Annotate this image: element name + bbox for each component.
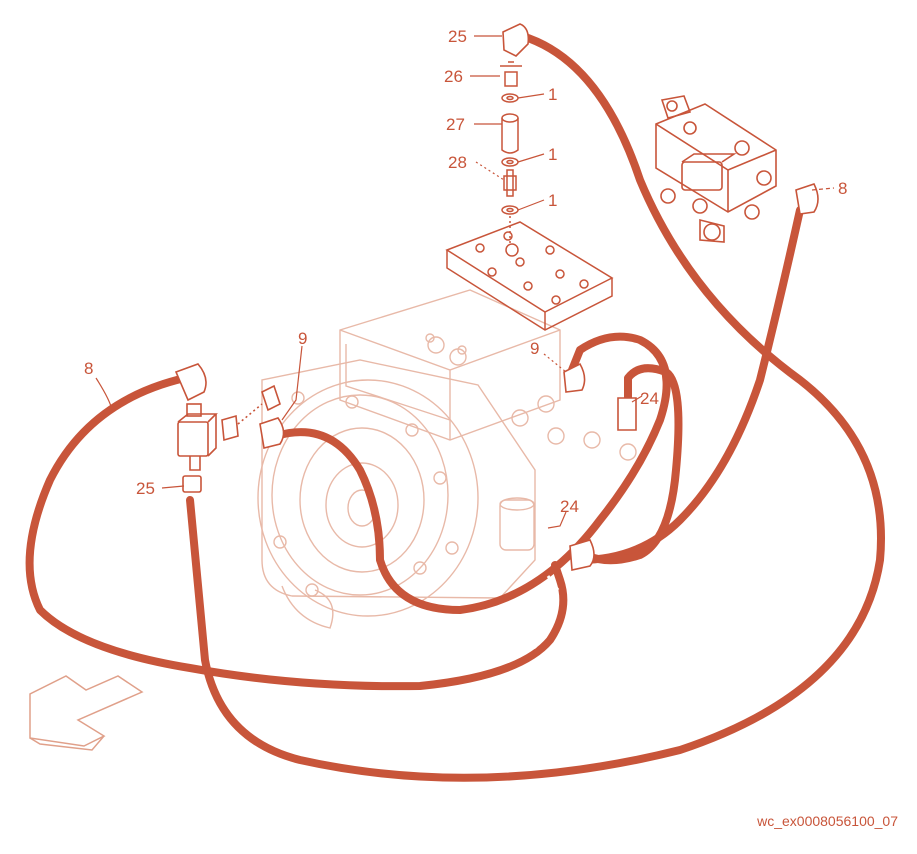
callout-1-c: 1 — [548, 191, 557, 210]
control-valve-block — [655, 95, 777, 243]
fitting-stack — [500, 61, 522, 246]
hose-right — [576, 206, 804, 564]
callout-8-right: 8 — [838, 179, 847, 198]
hose-cross-gaps — [518, 575, 560, 649]
callout-27: 27 — [446, 115, 465, 134]
figure-id: wc_ex0008056100_07 — [756, 813, 898, 829]
hose-long-top — [186, 32, 885, 782]
mounting-plate — [445, 221, 614, 331]
hose-loop-9 — [272, 332, 671, 614]
inline-valve-left — [177, 384, 281, 471]
hose-fittings — [174, 23, 819, 571]
callout-9-mid: 9 — [530, 339, 539, 358]
transmission-housing — [257, 289, 637, 629]
hose-u-24 — [584, 364, 683, 565]
callout-26: 26 — [444, 67, 463, 86]
callout-24-lower: 24 — [560, 497, 579, 516]
callout-1-a: 1 — [548, 85, 557, 104]
callout-25-top: 25 — [448, 27, 467, 46]
callout-9-left: 9 — [298, 329, 307, 348]
hose-left-long — [25, 374, 568, 691]
hoses — [25, 32, 885, 782]
callouts: 25 26 1 27 1 28 1 8 8 9 9 24 25 24 — [84, 27, 847, 516]
callout-28: 28 — [448, 153, 467, 172]
callout-24-upper: 24 — [640, 389, 659, 408]
callout-25-left: 25 — [136, 479, 155, 498]
callout-1-b: 1 — [548, 145, 557, 164]
leader-lines — [95, 35, 835, 529]
direction-arrow — [29, 675, 144, 751]
callout-8-left: 8 — [84, 359, 93, 378]
